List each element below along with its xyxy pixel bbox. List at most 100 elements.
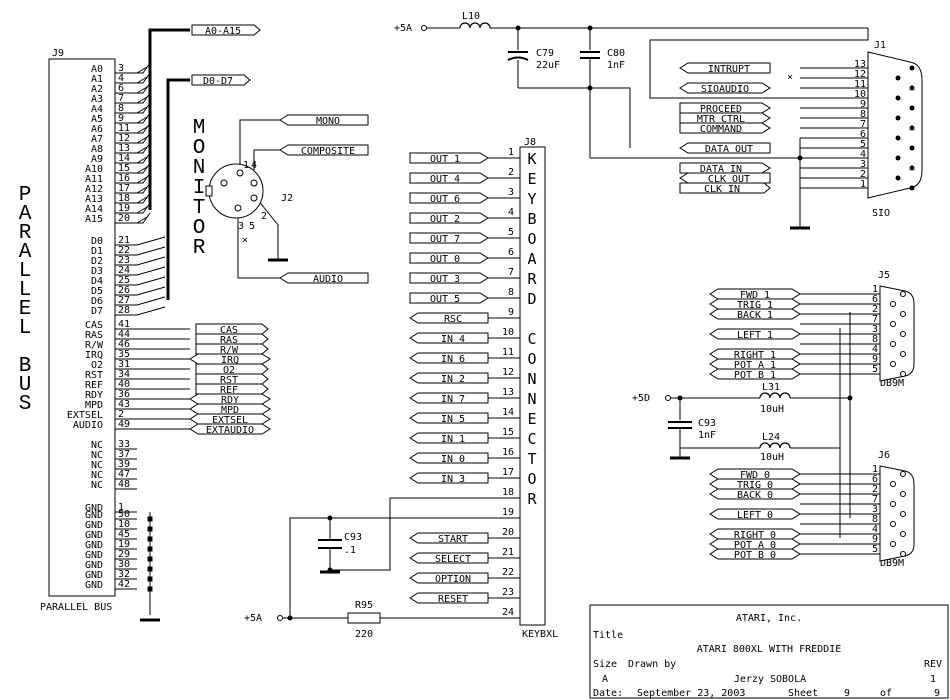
db9-pin xyxy=(900,531,906,537)
bus-entry xyxy=(136,116,148,124)
size-label: Size xyxy=(593,659,617,670)
db9-pin xyxy=(900,311,906,317)
sio-port-text: PROCEED xyxy=(700,104,742,115)
junction-dot xyxy=(895,95,901,101)
j9-pin-name: O2 xyxy=(91,360,103,371)
j9-pin-number: 3 xyxy=(118,63,124,74)
sio-pin-number: 12 xyxy=(854,69,866,80)
kb-in-port-text: IN 6 xyxy=(441,354,465,365)
j5-port-text: RIGHT 1 xyxy=(734,350,776,361)
kb-out-port xyxy=(409,172,489,184)
bus-entry xyxy=(136,96,148,104)
junction-dot xyxy=(797,155,803,161)
kb-pin-number: 17 xyxy=(502,467,514,478)
din-pin xyxy=(236,169,244,177)
gnd-junction xyxy=(147,516,153,522)
address-bus xyxy=(148,28,190,210)
kb-in-port-text: RESET xyxy=(438,594,468,605)
kb-in-port-text: IN 5 xyxy=(441,414,465,425)
j9-pin-number: 6 xyxy=(118,83,124,94)
j9-pin-name: GND xyxy=(85,540,103,551)
port-d0-d7-text: D0-D7 xyxy=(203,76,233,87)
inductor-coil xyxy=(759,442,791,449)
open-terminal xyxy=(421,25,427,31)
junction-dot xyxy=(515,25,521,31)
j9-pin-name: A12 xyxy=(85,184,103,195)
kb-in-port xyxy=(409,432,489,444)
bus-entry xyxy=(137,162,151,174)
kb-in-port-text: IN 0 xyxy=(441,454,465,465)
kb-in-port xyxy=(409,552,489,564)
data-bus xyxy=(166,78,190,300)
db9-pin xyxy=(890,301,896,307)
j9-pin-name: D7 xyxy=(91,306,103,317)
bus-entry xyxy=(137,132,151,144)
db9-pin-number: 7 xyxy=(872,314,878,325)
bus-entry xyxy=(136,156,148,164)
sio-pin-number: 1 xyxy=(860,179,866,190)
sio-pin-number: 9 xyxy=(860,99,866,110)
sio-port-text: COMMAND xyxy=(700,124,742,135)
ctrl-port xyxy=(195,373,269,385)
port-a0-a15-text: A0-A15 xyxy=(205,26,241,37)
kb-pin-number: 7 xyxy=(508,267,514,278)
din-pin xyxy=(220,179,228,187)
kb-out-port xyxy=(409,152,489,164)
j9-pin-name: D6 xyxy=(91,296,103,307)
gnd-junction xyxy=(147,566,153,572)
c80-ref: C80 xyxy=(607,48,625,59)
db9-pin xyxy=(900,551,906,557)
sio-pin-number: 10 xyxy=(854,89,866,100)
keyboard-vertical-letter: C xyxy=(527,430,536,448)
ctrl-port-text: EXTAUDIO xyxy=(206,425,254,436)
bus-entry xyxy=(137,82,151,94)
j5-port-text: LEFT 1 xyxy=(737,330,773,341)
drawn-value: Jerzy SOBOLA xyxy=(734,674,806,685)
db9-pin-number: 3 xyxy=(872,504,878,515)
junction-dot xyxy=(895,135,901,141)
ctrl-port xyxy=(195,363,269,375)
ctrl-port-text: CAS xyxy=(220,325,238,336)
keyboard-vertical-letter: Y xyxy=(527,190,536,208)
j9-pin-name: GND xyxy=(85,520,103,531)
j9-pin-number: 34 xyxy=(118,369,130,380)
l24-ref: L24 xyxy=(762,432,780,443)
keyboard-vertical-letter: E xyxy=(527,170,536,188)
junction-dot xyxy=(895,155,901,161)
port-d0-d7 xyxy=(191,74,251,86)
c80-value: 1nF xyxy=(607,60,625,71)
j9-pin-name: A14 xyxy=(85,204,103,215)
kb-out-port-text: OUT 3 xyxy=(430,274,460,285)
kb-out-port xyxy=(409,192,489,204)
kb-in-port xyxy=(409,452,489,464)
kb-out-port xyxy=(409,272,489,284)
j9-pin-number: 43 xyxy=(118,399,130,410)
db9-pin xyxy=(890,481,896,487)
sio-pin-number: 8 xyxy=(860,109,866,120)
db9-pin xyxy=(900,471,906,477)
kb-pin-number: 21 xyxy=(502,547,514,558)
j5-port-text: FWD 1 xyxy=(740,290,770,301)
bus-entry xyxy=(137,182,151,194)
l24-value: 10uH xyxy=(760,452,784,463)
keyboard-vertical-letter: N xyxy=(527,370,536,388)
j9-pin-name: GND xyxy=(85,570,103,581)
j9-pin-name: RDY xyxy=(85,390,103,401)
port-mono-text: MONO xyxy=(316,116,340,127)
ctrl-port xyxy=(195,383,269,395)
j9-pin-number: 19 xyxy=(118,539,130,550)
j9-pin-name: AUDIO xyxy=(73,420,103,431)
port-audio-text: AUDIO xyxy=(313,274,343,285)
j9-pin-number: 11 xyxy=(118,123,130,134)
keyboard-vertical-letter: B xyxy=(527,210,536,228)
j9-pin-number: 32 xyxy=(118,569,130,580)
keyboard-vertical-letter: C xyxy=(527,330,536,348)
sio-port xyxy=(679,112,771,124)
db9-pin-number: 8 xyxy=(872,334,878,345)
sio-pin-number: 11 xyxy=(854,79,866,90)
j9-pin-name: GND xyxy=(85,560,103,571)
j9-pin-number: 49 xyxy=(118,419,130,430)
kb-in-port xyxy=(409,572,489,584)
title-block xyxy=(589,604,949,699)
